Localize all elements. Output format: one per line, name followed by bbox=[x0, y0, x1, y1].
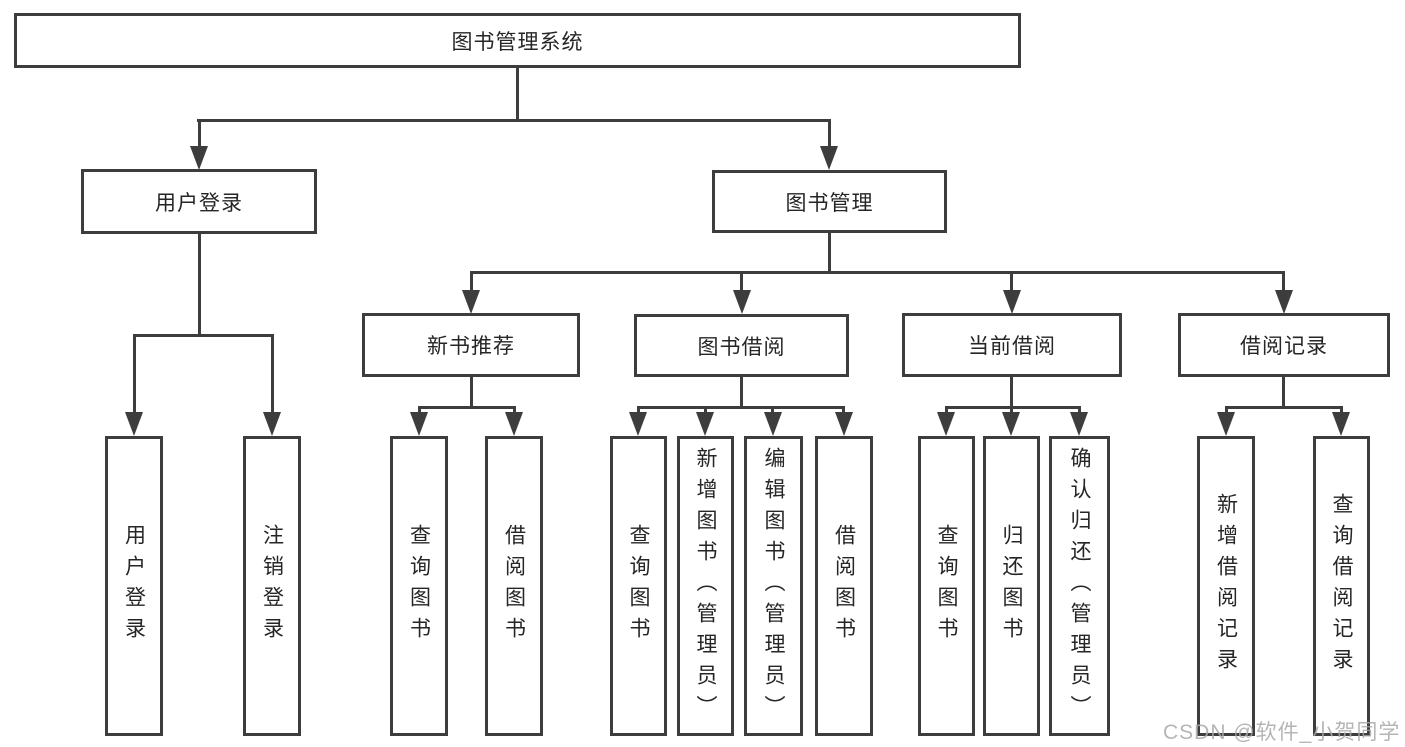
leaf-confirm-return-admin: 确认归还（管理员） bbox=[1049, 436, 1110, 736]
connector-root-to-user-login bbox=[198, 119, 201, 149]
connector-root-rail bbox=[197, 119, 831, 122]
node-user-login: 用户登录 bbox=[81, 169, 317, 234]
node-new-book-recommend: 新书推荐 bbox=[362, 313, 580, 377]
arrow-down-icon bbox=[764, 412, 782, 436]
leaf-query-borrow-record-label: 查询借阅记录 bbox=[1330, 493, 1353, 679]
leaf-add-books-admin: 新增图书（管理员） bbox=[677, 436, 734, 736]
connector-book-borrowing-rail bbox=[637, 406, 845, 409]
leaf-logout-label: 注销登录 bbox=[260, 524, 284, 648]
leaf-query-books-recommend: 查询图书 bbox=[390, 436, 448, 736]
arrow-down-icon bbox=[835, 412, 853, 436]
connector-to-current-borrowing bbox=[1010, 271, 1013, 293]
connector-leaf-stub bbox=[637, 406, 640, 416]
leaf-add-books-admin-label: 新增图书（管理员） bbox=[694, 446, 717, 726]
arrow-down-icon bbox=[410, 412, 428, 436]
arrow-down-icon bbox=[1217, 412, 1235, 436]
csdn-watermark: CSDN @软件_小贺同学 bbox=[1163, 721, 1401, 744]
connector-book-management-stem bbox=[828, 233, 831, 273]
connector-leaf-stub bbox=[418, 406, 421, 416]
arrow-down-icon bbox=[696, 412, 714, 436]
connector-user-login-stem bbox=[198, 234, 201, 335]
connector-current-borrowing-stem bbox=[1010, 377, 1013, 407]
leaf-borrow-books-recommend-label: 借阅图书 bbox=[502, 524, 526, 648]
leaf-logout: 注销登录 bbox=[243, 436, 301, 736]
leaf-add-borrow-record-label: 新增借阅记录 bbox=[1214, 493, 1238, 679]
leaf-user-login-label: 用户登录 bbox=[122, 524, 146, 648]
leaf-return-books-label: 归还图书 bbox=[1000, 524, 1023, 648]
arrow-down-icon bbox=[1275, 290, 1293, 314]
arrow-down-icon bbox=[1003, 290, 1021, 314]
leaf-borrow-books-recommend: 借阅图书 bbox=[485, 436, 543, 736]
node-book-borrowing: 图书借阅 bbox=[634, 314, 849, 377]
arrow-down-icon bbox=[505, 412, 523, 436]
leaf-add-borrow-record: 新增借阅记录 bbox=[1197, 436, 1255, 736]
connector-to-leaf-user-login bbox=[133, 334, 136, 414]
node-current-borrowing: 当前借阅 bbox=[902, 313, 1122, 377]
connector-leaf-stub bbox=[771, 406, 774, 416]
node-library-management-system: 图书管理系统 bbox=[14, 13, 1021, 68]
arrow-down-icon bbox=[1002, 412, 1020, 436]
connector-to-borrowing-records bbox=[1282, 271, 1285, 293]
connector-leaf-stub bbox=[842, 406, 845, 416]
connector-root-stem bbox=[516, 66, 519, 120]
leaf-query-books-current-label: 查询图书 bbox=[935, 524, 958, 648]
arrow-down-icon bbox=[125, 412, 143, 436]
leaf-query-books-borrowing: 查询图书 bbox=[610, 436, 667, 736]
connector-leaf-stub bbox=[1010, 406, 1013, 416]
node-borrowing-records: 借阅记录 bbox=[1178, 313, 1390, 377]
leaf-return-books: 归还图书 bbox=[983, 436, 1040, 736]
connector-to-leaf-logout bbox=[271, 334, 274, 414]
arrow-down-icon bbox=[1070, 412, 1088, 436]
connector-book-borrowing-stem bbox=[740, 377, 743, 407]
leaf-query-books-recommend-label: 查询图书 bbox=[407, 524, 431, 648]
leaf-query-borrow-record: 查询借阅记录 bbox=[1313, 436, 1370, 736]
leaf-borrow-books-borrowing: 借阅图书 bbox=[815, 436, 873, 736]
arrow-down-icon bbox=[1332, 412, 1350, 436]
arrow-down-icon bbox=[733, 290, 751, 314]
leaf-edit-books-admin: 编辑图书（管理员） bbox=[744, 436, 803, 736]
connector-borrowing-records-rail bbox=[1225, 406, 1342, 409]
connector-leaf-stub bbox=[704, 406, 707, 416]
arrow-down-icon bbox=[820, 146, 838, 170]
leaf-query-books-current: 查询图书 bbox=[918, 436, 975, 736]
connector-to-new-book-recommend bbox=[470, 271, 473, 293]
connector-leaf-stub bbox=[1340, 406, 1343, 416]
leaf-query-books-borrowing-label: 查询图书 bbox=[627, 524, 650, 648]
connector-user-login-rail bbox=[133, 334, 274, 337]
connector-leaf-stub bbox=[513, 406, 516, 416]
arrow-down-icon bbox=[629, 412, 647, 436]
connector-book-management-rail bbox=[471, 271, 1285, 274]
connector-leaf-stub bbox=[1078, 406, 1081, 416]
leaf-user-login: 用户登录 bbox=[105, 436, 163, 736]
connector-new-book-recommend-rail bbox=[418, 406, 516, 409]
connector-leaf-stub bbox=[1225, 406, 1228, 416]
connector-to-book-borrowing bbox=[740, 271, 743, 293]
leaf-borrow-books-borrowing-label: 借阅图书 bbox=[832, 524, 856, 648]
leaf-confirm-return-admin-label: 确认归还（管理员） bbox=[1068, 446, 1091, 726]
node-book-management: 图书管理 bbox=[712, 170, 947, 233]
leaf-edit-books-admin-label: 编辑图书（管理员） bbox=[762, 446, 785, 726]
connector-borrowing-records-stem bbox=[1282, 377, 1285, 407]
connector-new-book-recommend-stem bbox=[470, 377, 473, 408]
arrow-down-icon bbox=[462, 290, 480, 314]
connector-leaf-stub bbox=[945, 406, 948, 416]
arrow-down-icon bbox=[937, 412, 955, 436]
connector-root-to-book-management bbox=[828, 119, 831, 149]
arrow-down-icon bbox=[263, 412, 281, 436]
arrow-down-icon bbox=[190, 146, 208, 170]
